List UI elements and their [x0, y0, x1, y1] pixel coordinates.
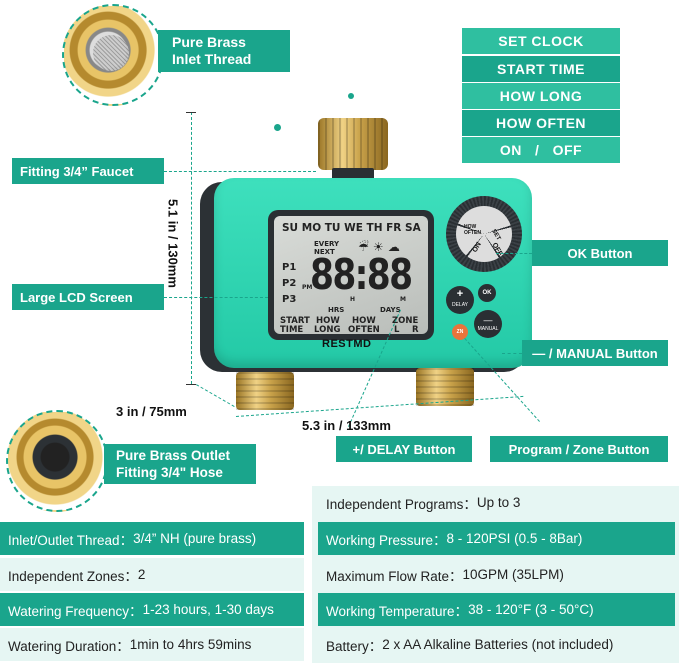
- delay-button-label: +/ DELAY Button: [336, 436, 472, 462]
- minus-glyph: —: [483, 315, 493, 325]
- inlet-closeup: [62, 4, 164, 106]
- inlet-coupling: [318, 118, 388, 170]
- outlet-closeup: [6, 410, 108, 512]
- lcd-zone: ZONE: [392, 316, 419, 326]
- lcd-h: H: [350, 296, 356, 303]
- lcd-leader-line: [164, 297, 268, 298]
- height-dim-label: 5.1 in / 130mm: [165, 199, 181, 288]
- lcd-p1: P1: [282, 262, 297, 273]
- spec-inlet-outlet-thread: Inlet/Outlet Thread：3/4” NH (pure brass): [0, 522, 304, 555]
- lcd-digits: 88:88: [310, 250, 413, 299]
- brand-logo: RESTMD: [322, 338, 372, 350]
- height-dim-cap-top: [186, 112, 196, 113]
- program-dial-face: [456, 206, 512, 262]
- spec-battery: Battery：2 x AA Alkaline Batteries (not i…: [318, 628, 675, 661]
- lcd-how1: HOW: [316, 316, 340, 326]
- lcd-time: TIME: [280, 325, 304, 335]
- inlet-mesh-icon: [93, 35, 129, 71]
- zone-button[interactable]: ZN: [452, 324, 468, 340]
- depth-dim-label: 3 in / 75mm: [116, 404, 187, 419]
- manual-leader-line: [502, 353, 522, 354]
- width-dim-label: 5.3 in / 133mm: [302, 418, 391, 433]
- lcd-l: L: [394, 325, 400, 335]
- spec-independent-programs: Independent Programs：Up to 3: [318, 486, 675, 519]
- outlet-right: [416, 368, 474, 406]
- plus-delay-button[interactable]: + DELAY: [446, 286, 474, 314]
- lcd-start: START: [280, 316, 310, 326]
- lcd-m: M: [400, 296, 406, 303]
- lcd-icons: ☔ ☀ ☁: [358, 240, 400, 254]
- lcd-screen-label: Large LCD Screen: [12, 284, 164, 310]
- lcd-screen: SU MO TU WE TH FR SA EVERY NEXT ☔ ☀ ☁ P1…: [274, 216, 428, 335]
- lcd-next: NEXT: [314, 248, 335, 256]
- faucet-leader-line: [164, 171, 316, 172]
- lcd-days: SU MO TU WE TH FR SA: [282, 222, 421, 234]
- spec-watering-frequency: Watering Frequency：1-23 hours, 1-30 days: [0, 593, 304, 626]
- decor-dot: [274, 124, 281, 131]
- depth-dim-line: [195, 384, 235, 408]
- spec-max-flow-rate: Maximum Flow Rate：10GPM (35LPM): [318, 558, 675, 591]
- lcd-r: R: [412, 325, 419, 335]
- outlet-left: [236, 372, 294, 410]
- lcd-often: OFTEN: [348, 325, 380, 335]
- manual-text: MANUAL: [477, 326, 499, 332]
- height-dim-cap-bottom: [186, 384, 196, 385]
- lcd-days-label: DAYS: [380, 306, 401, 314]
- outlet-right-ridges: [416, 368, 474, 406]
- inlet-thread-label: Pure Brass Inlet Thread: [158, 30, 290, 72]
- spec-working-temperature: Working Temperature：38 - 120°F (3 - 50°C…: [318, 593, 675, 626]
- outlet-thread-label: Pure Brass Outlet Fitting 3/4" Hose: [104, 444, 256, 484]
- manual-button-label: — / MANUAL Button: [522, 340, 668, 366]
- menu-how-long: HOW LONG: [462, 83, 620, 109]
- spec-working-pressure: Working Pressure：8 - 120PSI (0.5 - 8Bar): [318, 522, 675, 555]
- menu-how-often: HOW OFTEN: [462, 110, 620, 136]
- ok-button-label: OK Button: [532, 240, 668, 266]
- fitting-faucet-label: Fitting 3/4” Faucet: [12, 158, 164, 184]
- dial-how-often-label: HOW OFTEN: [464, 224, 481, 236]
- spec-independent-zones: Independent Zones：2: [0, 558, 304, 591]
- lcd-how2: HOW: [352, 316, 376, 326]
- ok-leader-line: [496, 253, 532, 254]
- lcd-hrs: HRS: [328, 306, 345, 314]
- lcd-p2: P2: [282, 278, 297, 289]
- menu-start-time: START TIME: [462, 56, 620, 82]
- menu-on-off: ON / OFF: [462, 137, 620, 163]
- lcd-p3: P3: [282, 294, 297, 305]
- delay-text: DELAY: [451, 302, 469, 308]
- menu-set-clock: SET CLOCK: [462, 28, 620, 54]
- spec-watering-duration: Watering Duration：1min to 4hrs 59mins: [0, 628, 304, 661]
- ok-button[interactable]: OK: [478, 284, 496, 302]
- lcd-pm: PM: [302, 284, 313, 291]
- lcd-every: EVERY: [314, 240, 340, 248]
- decor-dot: [348, 93, 354, 99]
- lcd-long: LONG: [314, 325, 341, 335]
- program-zone-label: Program / Zone Button: [490, 436, 668, 462]
- inlet-coupling-ridges: [318, 118, 388, 170]
- height-dim-line: [191, 112, 192, 384]
- outlet-left-ridges: [236, 372, 294, 410]
- plus-glyph: +: [456, 288, 464, 300]
- minus-manual-button[interactable]: — MANUAL: [474, 310, 502, 338]
